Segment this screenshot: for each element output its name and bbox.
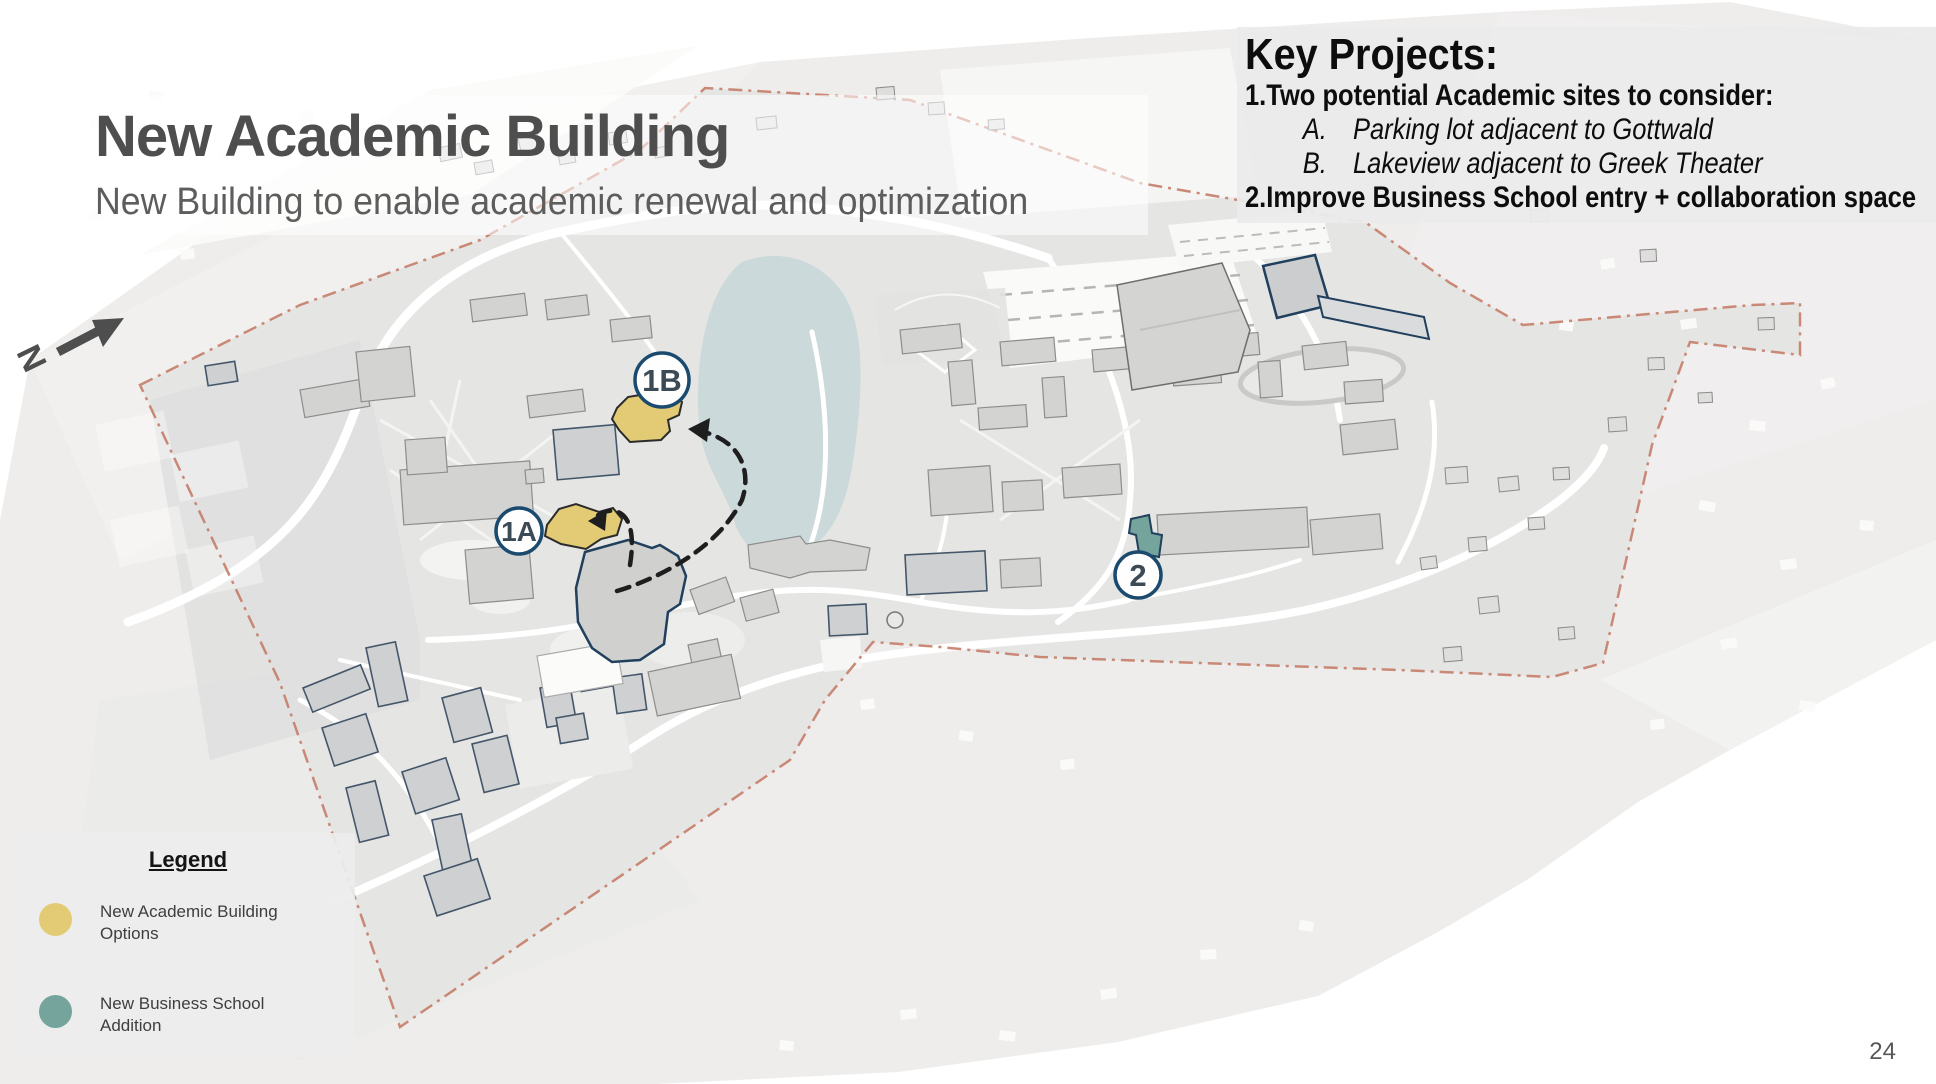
northeast-building-wing: [1316, 294, 1431, 341]
relocation-arrows: [588, 418, 748, 594]
item-1a-text: Parking lot adjacent to Gottwald: [1352, 113, 1713, 146]
item-1b-text: Lakeview adjacent to Greek Theater: [1352, 147, 1763, 180]
lake: [698, 255, 861, 559]
arena-building: [1116, 262, 1251, 391]
arrow-to-site-1b: [614, 428, 748, 594]
marker-1a: 1A: [494, 506, 544, 556]
key-project-item-2: 2.Improve Business School entry + collab…: [1245, 181, 1917, 214]
marker-1b-circle: [633, 351, 691, 409]
key-project-item-1a: A. Parking lot adjacent to Gottwald: [1245, 113, 1832, 147]
arrowhead-1a-icon: [588, 510, 607, 531]
legend-label-business: New Business School Addition: [100, 994, 265, 1035]
fields-zone: [150, 340, 420, 760]
key-projects-heading: Key Projects:: [1245, 30, 1499, 79]
title-band: [0, 95, 1148, 235]
page-subtitle: New Building to enable academic renewal …: [95, 181, 1029, 223]
marker-1b: 1B: [633, 351, 691, 409]
page-title: New Academic Building: [95, 104, 730, 169]
marker-2-label: 2: [1129, 558, 1146, 593]
marker-2-circle: [1113, 550, 1163, 600]
page-number: 24: [1869, 1038, 1896, 1065]
greek-theater: [886, 611, 904, 629]
key-project-item-1b: B. Lakeview adjacent to Greek Theater: [1245, 147, 1832, 181]
key-project-item-1: 1.Two potential Academic sites to consid…: [1245, 79, 1774, 112]
key-projects-panel: Key Projects: 1.Two potential Academic s…: [1237, 27, 1936, 223]
campus-boundary: [138, 86, 1802, 1029]
academic-option-swatch-icon: [39, 903, 72, 936]
business-addition-swatch-icon: [39, 995, 72, 1028]
legend-item-academic: New Academic Building Options: [39, 901, 355, 945]
marker-1a-circle: [494, 506, 544, 556]
arrowhead-1b-icon: [688, 418, 710, 442]
legend-item-business: New Business School Addition: [39, 993, 355, 1037]
legend-title: Legend: [148, 847, 228, 872]
marker-2: 2: [1113, 550, 1163, 600]
item-1a-label: A.: [1302, 113, 1327, 146]
highlighted-outline-buildings: [574, 253, 1431, 664]
library-building-outlined: [574, 538, 688, 664]
business-school-addition-building: [1127, 513, 1164, 559]
map-legend: Legend New Academic Building Options New…: [21, 833, 355, 1057]
marker-1a-label: 1A: [501, 516, 537, 547]
legend-label-academic: New Academic Building Options: [100, 902, 278, 943]
item-1b-label: B.: [1302, 147, 1327, 180]
marker-1b-label: 1B: [642, 363, 682, 398]
